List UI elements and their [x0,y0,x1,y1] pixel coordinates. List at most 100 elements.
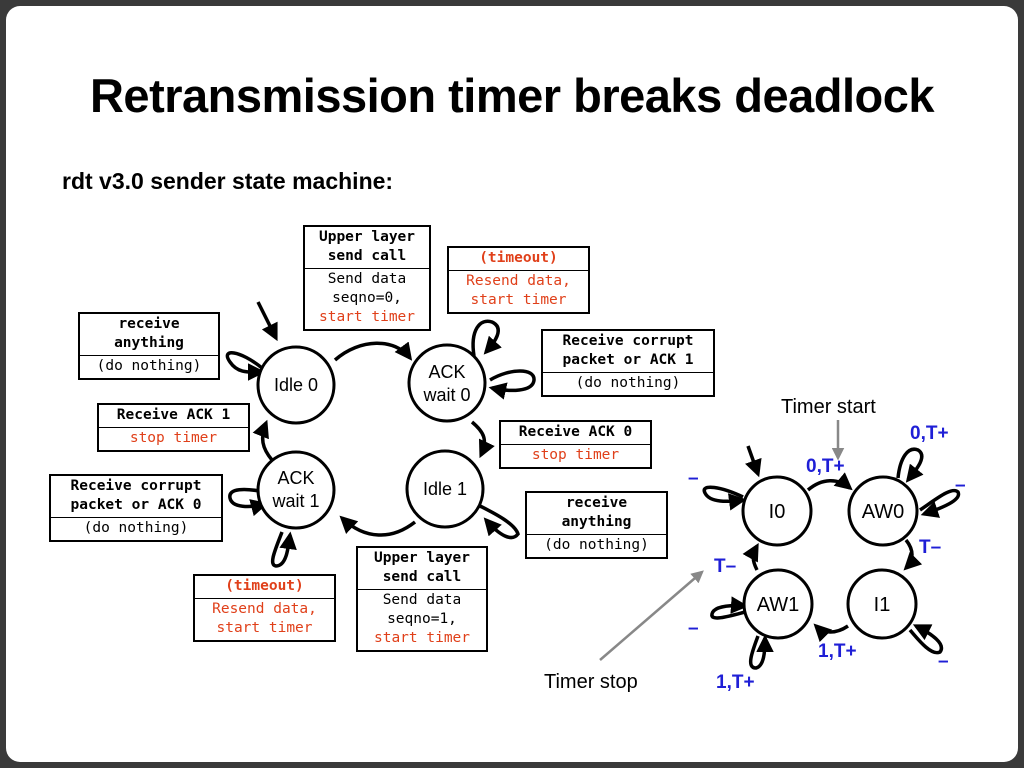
slide [6,6,1018,762]
main-transitions [225,301,536,568]
box-header-line: (timeout) [449,248,588,271]
idle0-to-ackwait0-arrow [333,341,413,362]
mini-i0-state [741,475,813,547]
mini-i1-loop [908,624,944,655]
box-body-line: stop timer [129,430,218,446]
mini-i1-to-aw1-arrow [813,623,849,643]
ackwait1-label-line2: wait 1 [271,491,319,511]
mini-i0-to-aw0-label: 0,T+ [806,456,845,477]
box-upper-send-0: Upper layer send call Send data seqno=0, st… [303,225,431,331]
box-body-line: seqno=1, [387,611,457,627]
mini-aw0-loop-top-label: 0,T+ [910,423,949,444]
ackwait1-timeout-loop [270,531,297,568]
box-corrupt-ack0: Receive corrupt packet or ACK 0 (do nothi… [49,474,223,542]
mini-aw1-left-loop [710,596,749,620]
box-timeout-1: (timeout) Resend data, start timer [193,574,336,642]
mini-aw1-loop-bottom-label: 1,T+ [716,672,755,693]
ackwait1-to-idle0-arrow [252,419,274,462]
mini-aw1-bottom-loop [748,634,774,670]
box-receive-ack1: Receive ACK 1 stop timer [97,403,250,452]
mini-aw1-loop-left-label: – [688,618,699,639]
box-header-line: Receive ACK 0 [501,422,650,445]
mini-aw1-label: AW1 [757,594,800,616]
mini-i1-label: I1 [874,594,891,616]
diagram-subtitle: rdt v3.0 sender state machine: [62,168,394,194]
box-timeout-0: (timeout) Resend data,start timer [447,246,590,314]
box-body-line: (do nothing) [83,520,189,536]
ackwait0-label-line2: wait 0 [422,385,470,405]
box-header-line: send call [382,569,462,585]
mini-aw0-loop-right-label: – [955,475,966,496]
mini-transitions [702,445,961,670]
ackwait0-corrupt-loop [488,369,536,400]
box-body-line: (do nothing) [96,358,202,374]
box-header-line: Upper layer [373,550,471,566]
timer-stop-label: Timer stop [544,671,638,693]
box-body-line: Resend data, [212,601,317,617]
idle1-state [405,449,485,529]
mini-aw0-state [847,475,919,547]
timer-start-label: Timer start [781,396,876,418]
box-header-line: Receive ACK 1 [99,405,248,428]
ackwait0-timeout-loop [471,319,502,357]
box-body-line: (do nothing) [544,537,649,553]
box-receive-anything-1: receive anything (do nothing) [525,491,668,559]
box-header-line: send call [327,248,407,264]
box-header-line: (timeout) [195,576,334,599]
box-corrupt-ack1: Receive corrupt packet or ACK 1 (do nothi… [541,329,715,397]
mini-aw1-to-i0-arrow [742,542,759,571]
box-upper-send-1: Upper layer send call Send data seqno=1, st… [356,546,488,652]
ackwait1-state [256,450,336,530]
box-header-line: Upper layer [318,229,416,245]
box-body-line: seqno=0, [332,290,402,306]
idle1-label: Idle 1 [423,479,467,499]
box-body-line: Send data [327,271,407,287]
box-receive-ack0: Receive ACK 0 stop timer [499,420,652,469]
mini-i1-loop-label: – [938,651,949,672]
mini-i1-to-aw1-label: 1,T+ [818,641,857,662]
mini-aw1-to-i0-label: T– [714,556,737,577]
mini-aw0-right-loop [919,488,961,518]
idle1-to-ackwait1-arrow [339,515,417,537]
mini-initial-arrow [745,445,762,478]
mini-aw0-top-loop [896,447,924,483]
box-body-line: start timer [216,620,313,636]
box-body-line: Send data [382,592,462,608]
ackwait0-to-idle1-arrow [470,420,495,459]
idle0-self-loop [225,351,266,381]
mini-aw0-to-i1-arrow [903,538,923,571]
mini-aw0-to-i1-label: T– [919,537,942,558]
box-body-line: Resend data, [466,273,571,289]
ackwait0-label-line1: ACK [428,362,465,382]
mini-states [741,475,919,640]
box-header-line: receive [565,495,628,511]
idle0-state [256,345,336,425]
box-header-line: Receive corrupt [70,478,202,494]
box-header-line: Receive corrupt [562,333,694,349]
mini-i1-state [846,568,918,640]
mini-aw0-label: AW0 [862,501,905,523]
mini-i0-self-loop [702,485,747,511]
box-body-line: (do nothing) [575,375,681,391]
box-header-line: packet or ACK 1 [562,352,694,368]
mini-i0-loop-label: – [688,468,699,489]
idle1-self-loop [479,504,520,540]
main-states [256,343,487,530]
mini-i0-label: I0 [769,501,786,523]
box-header-line: packet or ACK 0 [70,497,202,513]
timer-stop-pointer [599,570,704,661]
initial-arrow [256,301,278,342]
ackwait1-label-line1: ACK [277,468,314,488]
box-body-line: stop timer [531,447,620,463]
idle0-label: Idle 0 [274,375,318,395]
mini-i0-to-aw0-arrow [806,472,853,492]
ackwait0-state [407,343,487,423]
box-header-line: receive [118,316,180,332]
box-receive-anything-0: receive anything (do nothing) [78,312,220,380]
mini-aw1-state [742,568,814,640]
box-body-line: start timer [373,630,471,646]
box-body-line: start timer [318,309,416,325]
box-header-line: anything [561,514,632,530]
box-header-line: anything [114,335,184,351]
